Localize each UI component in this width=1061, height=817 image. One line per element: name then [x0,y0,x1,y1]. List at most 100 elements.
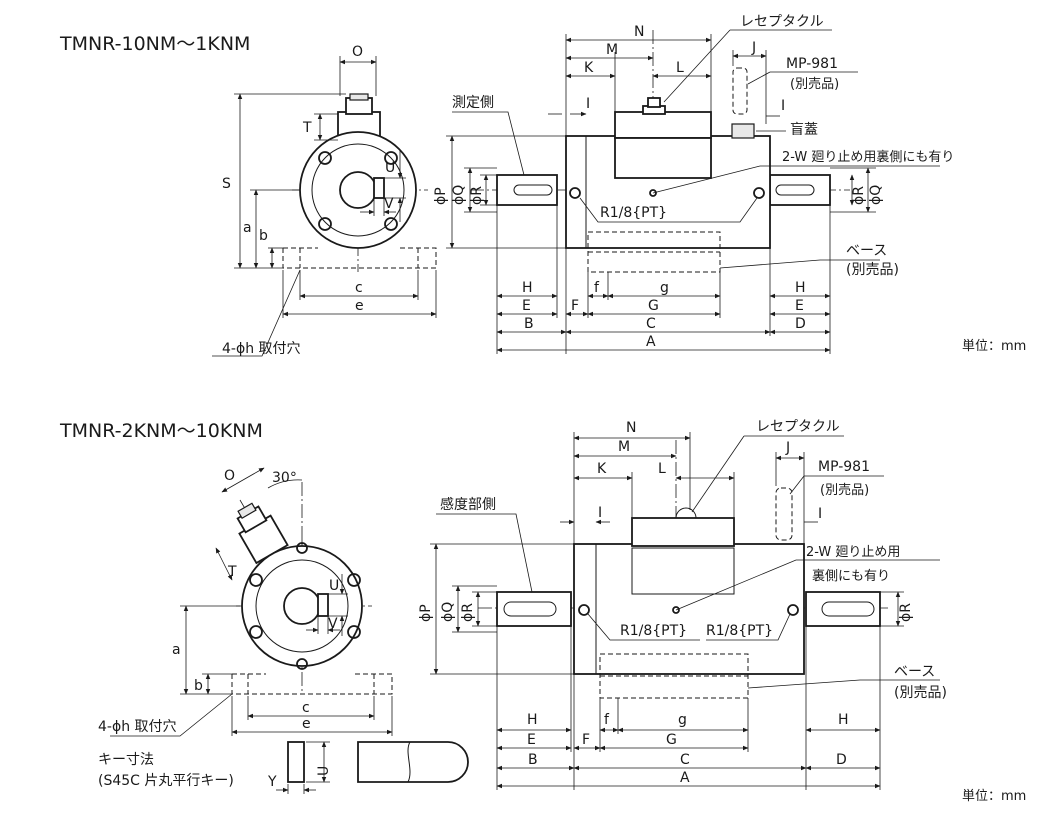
upper-dim-phi-q: ϕQ [451,185,467,205]
upper-r18-label: R1/8{PT} [600,205,667,221]
lower-dim-c: C [680,752,690,768]
upper-dim-e-left: E [522,298,531,314]
lower-dim-phi-r: ϕR [460,603,476,622]
upper-measure-side-label: 測定側 [452,95,494,111]
lower-base-label: ベース [894,664,935,680]
lower-dim-d: D [836,752,847,768]
lower-dim-a: a [172,642,181,658]
lower-front-view: O 30° T a b U V [98,467,393,737]
lower-r18-right-label: R1/8{PT} [706,623,773,639]
lower-dim-t: T [227,564,237,580]
upper-dim-a: a [243,220,252,236]
lower-key-dim-u: U [316,766,332,776]
upper-dim-phi-p: ϕP [433,187,449,205]
lower-dim-phi-q: ϕQ [440,602,456,622]
upper-dim-l: L [676,60,684,76]
lower-detent-line2: 裏側にも有り [812,569,890,584]
lower-side-view: N M K L J I I ϕP ϕQ [418,419,947,790]
upper-dim-i: I [586,96,590,112]
upper-dim-u: U [385,160,395,176]
upper-dim-d: D [795,316,806,332]
lower-dim-l: L [658,461,666,477]
lower-dim-c: c [302,700,310,716]
upper-dim-s: S [222,176,231,192]
upper-dim-v: V [384,196,394,212]
upper-dim-o: O [352,44,363,60]
upper-front-view: O T S a b U [212,44,437,357]
lower-mp981-label: MP-981 [818,459,870,475]
upper-dim-b: b [259,228,268,244]
lower-key-note: (S45C 片丸平行キー) [98,773,234,789]
upper-blind-cap-label: 盲蓋 [790,121,818,138]
lower-dim-e-left: E [527,732,536,748]
lower-dim-h-left: H [527,712,538,728]
upper-dim-c: C [646,316,656,332]
lower-dim-j: J [785,440,790,456]
lower-dim-i-right: I [818,506,822,522]
lower-key-title: キー寸法 [98,752,154,768]
upper-dim-g: G [648,298,659,314]
upper-dim-f-lower: f [594,280,600,296]
upper-dim-h-left: H [522,280,533,296]
upper-dim-a: A [646,334,656,350]
lower-dim-e: e [302,716,311,732]
upper-dim-e-right: E [795,298,804,314]
upper-dim-c: c [355,280,363,296]
upper-dim-t: T [302,120,312,136]
upper-detent-label: 2-W 廻り止め用裏側にも有り [782,150,954,165]
upper-dim-phi-r: ϕR [469,186,485,205]
lower-dim-phi-p: ϕP [418,604,434,622]
upper-dim-b: B [524,316,534,332]
lower-dim-u: U [329,578,339,594]
lower-dim-g-lower: g [678,712,687,728]
upper-dim-i-right: I [781,98,785,114]
upper-section: TMNR-10NM～1KNM [59,14,1026,357]
upper-dim-k: K [584,60,594,76]
upper-mp981-label: MP-981 [786,56,838,72]
lower-key-dim-y: Y [267,774,277,790]
lower-detent-line1: 2-W 廻り止め用 [806,545,900,560]
lower-dim-n: N [626,420,636,436]
lower-sensor-side-label: 感度部側 [440,496,496,513]
lower-dim-b: b [194,678,203,694]
lower-dim-a: A [680,770,690,786]
upper-side-view: N M K L J I I ϕP ϕQ [433,14,954,354]
lower-dim-phi-r-right: ϕR [898,603,914,622]
upper-dim-phi-q-right: ϕQ [868,185,884,205]
lower-dim-o: O [224,468,235,484]
lower-dim-f-upper: F [582,732,590,748]
upper-base-note-label: (別売品) [846,262,899,278]
upper-dim-phi-r-right: ϕR [851,186,867,205]
lower-section: TMNR-2KNM～10KNM [59,419,1026,804]
lower-dim-h-right: H [838,712,849,728]
lower-key-sketch: キー寸法 (S45C 片丸平行キー) U Y [98,741,469,794]
upper-dim-m: M [606,42,618,58]
lower-receptacle-label: レセプタクル [756,419,840,435]
upper-base-label: ベース [846,243,887,259]
lower-dim-k: K [597,461,607,477]
upper-dim-n: N [634,24,644,40]
lower-unit-label: 単位：mm [962,788,1026,804]
upper-dim-j: J [751,40,756,56]
upper-mount-holes-label: 4-ϕh 取付穴 [222,341,301,357]
lower-mount-holes-label: 4-ϕh 取付穴 [98,719,177,735]
upper-dim-f-upper: F [571,298,579,314]
lower-r18-left-label: R1/8{PT} [620,623,687,639]
lower-dim-i: I [598,505,602,521]
upper-dim-h-right: H [795,280,806,296]
lower-base-note-label: (別売品) [894,685,947,701]
lower-angle-label: 30° [272,470,297,486]
lower-dim-g: G [666,732,677,748]
upper-dim-e: e [355,298,364,314]
lower-title: TMNR-2KNM～10KNM [59,420,263,442]
lower-dim-m: M [618,439,630,455]
upper-unit-label: 単位：mm [962,338,1026,354]
lower-dim-b: B [528,752,538,768]
upper-dim-g-lower: g [660,280,669,296]
lower-dim-f-lower: f [604,712,610,728]
upper-receptacle-label: レセプタクル [740,14,824,30]
lower-dim-v: V [328,616,338,632]
upper-sold-separately-label: (別売品) [790,76,839,92]
upper-title: TMNR-10NM～1KNM [59,33,250,55]
